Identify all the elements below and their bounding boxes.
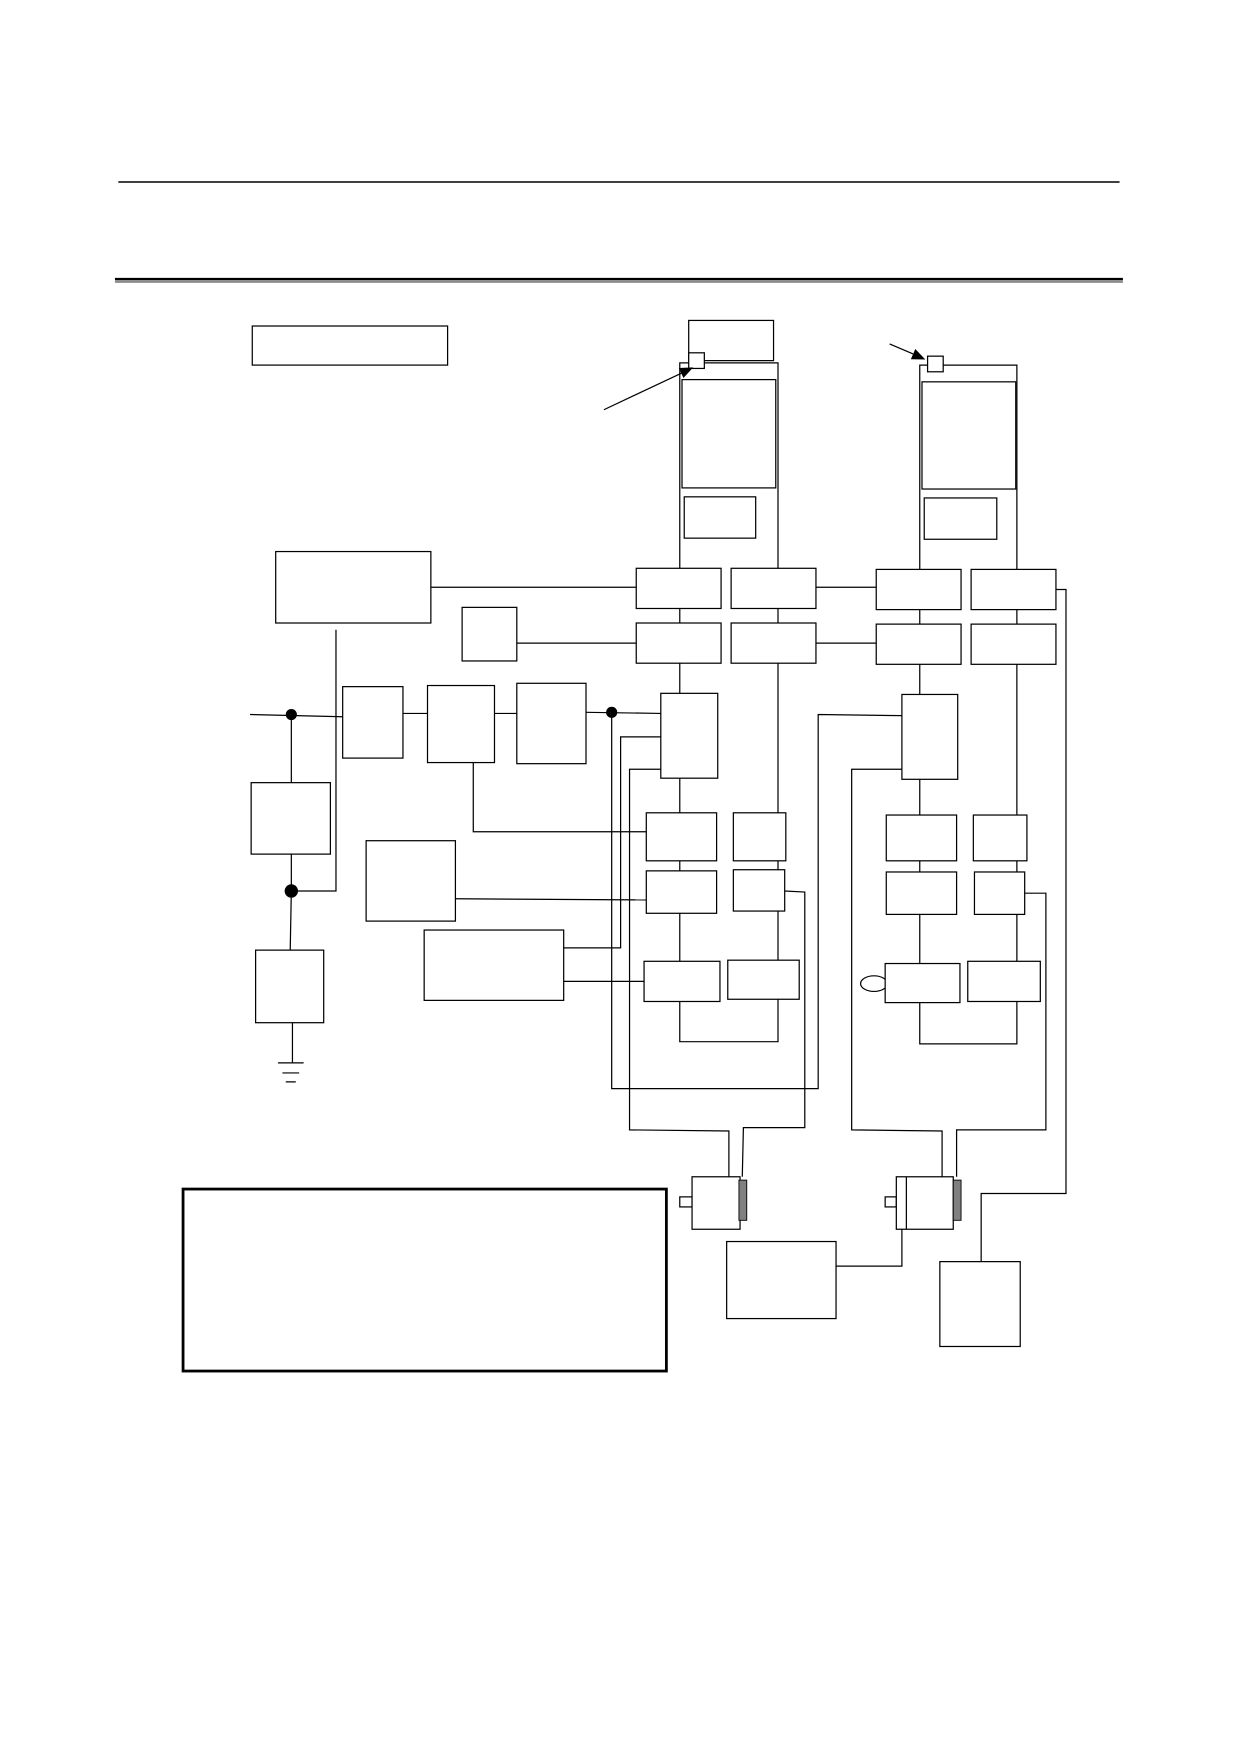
wide-interface-block bbox=[423, 929, 565, 1001]
column-1-row-3-right-block bbox=[732, 812, 787, 862]
chain-block-c bbox=[516, 682, 587, 765]
wire-column-1-control-to-wide-block bbox=[563, 736, 661, 949]
small-auxiliary-block bbox=[461, 606, 518, 662]
column-1-row-3-left-block bbox=[645, 812, 718, 862]
column-1-bottom-loop bbox=[679, 999, 779, 1043]
junction-dot-bus bbox=[606, 706, 618, 718]
column-2-row-5-right-block bbox=[967, 960, 1041, 1003]
motor-2-shaft bbox=[884, 1196, 897, 1208]
column-2-display-window bbox=[921, 381, 1017, 490]
column-1-row-4-right-block bbox=[732, 869, 786, 912]
column-1-arrowhead bbox=[678, 367, 694, 379]
junction-dot-ground-node bbox=[284, 884, 299, 898]
motor-1-body bbox=[691, 1176, 741, 1230]
right-bottom-block bbox=[939, 1261, 1021, 1348]
column-1-row-1-right-block bbox=[730, 567, 817, 610]
motor-2-end-cap bbox=[952, 1179, 962, 1221]
column-2-arrowhead bbox=[910, 349, 926, 360]
wire-ground-node-to-ground-block bbox=[289, 890, 292, 951]
column-1-control-block bbox=[660, 692, 719, 779]
motor-2-body bbox=[895, 1176, 954, 1230]
column-1-row-5-left-block bbox=[643, 960, 721, 1003]
side-block bbox=[365, 840, 457, 922]
column-2-sensor-loop bbox=[859, 975, 889, 993]
encoder-block bbox=[726, 1240, 837, 1320]
wire-side-block-to-column-1-row-4 bbox=[455, 898, 647, 901]
ground-block bbox=[254, 949, 325, 1024]
column-1-display-window bbox=[681, 378, 777, 489]
column-1-row-2-right-block bbox=[730, 622, 817, 664]
column-2-row-3-right-block bbox=[972, 814, 1028, 862]
junction-dot-input bbox=[285, 708, 297, 721]
column-2-row-4-right-block bbox=[973, 871, 1026, 916]
column-2-indicator-box bbox=[923, 497, 998, 540]
column-2-row-1-right-block bbox=[970, 568, 1057, 611]
column-2-bottom-loop bbox=[919, 1001, 1018, 1045]
legend-frame-box bbox=[181, 1187, 668, 1373]
column-1-row-5-right-block bbox=[727, 959, 800, 1000]
column-2-row-4-left-block bbox=[885, 871, 958, 916]
wire-block-c-to-column-1-control bbox=[586, 711, 661, 715]
wire-encoder-block-to-motor-2 bbox=[836, 1229, 903, 1267]
column-2-pointer-arrow bbox=[889, 343, 914, 355]
main-supply-block bbox=[275, 550, 432, 624]
motor-1-end-cap bbox=[738, 1179, 748, 1221]
column-1-pointer-arrow bbox=[603, 372, 683, 411]
wire-column-2-control-to-motor-2 bbox=[851, 768, 943, 1177]
wire-column-2-row-1-to-right-bottom-block bbox=[980, 588, 1067, 1262]
column-1-row-2-left-block bbox=[635, 622, 722, 664]
column-2-row-2-left-block bbox=[875, 623, 962, 665]
wire-column-1-row-4-to-motor-1 bbox=[741, 890, 806, 1177]
column-2-control-block bbox=[901, 693, 959, 780]
column-1-connector-square bbox=[688, 352, 705, 370]
column-2-row-3-left-block bbox=[885, 814, 958, 862]
column-2-row-2-right-block bbox=[970, 623, 1057, 665]
filter-block bbox=[250, 782, 332, 855]
wire-bus-to-column-2-control bbox=[611, 712, 902, 1090]
chain-block-b bbox=[426, 684, 496, 764]
column-1-row-4-left-block bbox=[645, 870, 718, 914]
column-1-row-1-left-block bbox=[635, 567, 722, 610]
wire-column-2-row-4-to-motor-2 bbox=[955, 892, 1047, 1177]
column-1-housing bbox=[679, 362, 779, 569]
title-frame-box bbox=[251, 325, 449, 366]
wire-block-b-to-column-1-row-3 bbox=[472, 762, 647, 833]
wire-column-1-control-to-motor-1 bbox=[628, 768, 730, 1177]
column-2-housing bbox=[919, 364, 1018, 570]
chain-block-a bbox=[342, 686, 404, 759]
motor-1-shaft bbox=[679, 1196, 693, 1208]
column-2-row-1-left-block bbox=[875, 568, 962, 611]
column-2-connector-square bbox=[926, 355, 944, 373]
column-1-indicator-box bbox=[683, 496, 757, 539]
column-2-row-5-left-block bbox=[884, 962, 961, 1004]
